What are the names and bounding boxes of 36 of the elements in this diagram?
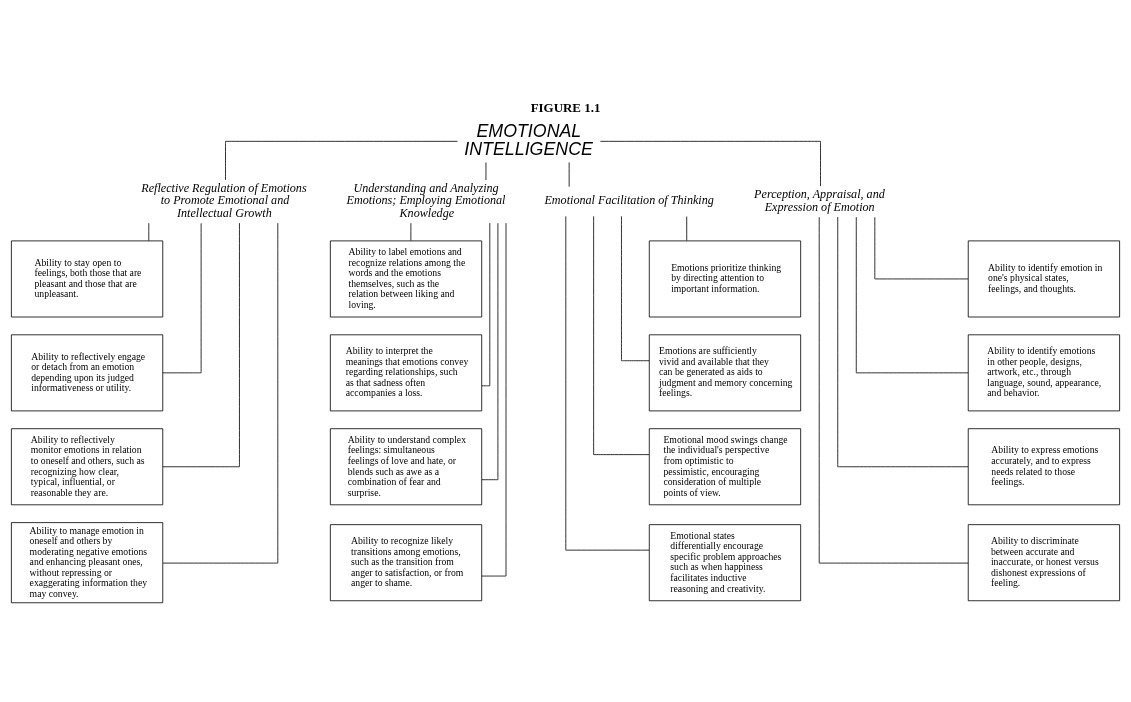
node-box: Ability to label emotions and recognize relations among the words and the emotions themselves, such as the relation between liking and loving. <box>329 240 483 318</box>
node-box: Emotional states differentially encourage specific problem approaches such as when happiness facilitates inductive reasoning and creativity. <box>648 524 802 602</box>
node-text: Understanding and Analyzing Emotions; Employing Emotional Knowledge <box>346 181 506 220</box>
node-text: Perception, Appraisal, and Expression of Emotion <box>754 187 885 214</box>
connector <box>481 222 507 577</box>
node-text: Emotional Facilitation of Thinking <box>544 192 714 207</box>
node-box: Emotions prioritize thinking by directing attention to important information. <box>648 240 802 318</box>
node-box: Ability to identify emotion in one's physical states, feelings, and thoughts. <box>967 240 1121 318</box>
connector <box>621 215 650 362</box>
connector <box>855 216 969 374</box>
node-box: Ability to recognize likely transitions among emotions, such as the transition from anger to satisfaction, or from anger to shame. <box>329 524 483 602</box>
connector <box>593 215 650 456</box>
connector <box>162 222 240 468</box>
connector <box>148 222 150 242</box>
node-box: Ability to reflectively monitor emotions in relation to oneself and others, such as recognizing how clear, typical, influential, or reasonable they are. <box>10 428 164 506</box>
connector <box>599 140 821 187</box>
node-box: Ability to manage emotion in oneself and others by moderating negative emotions and enhancing pleasant ones, without repressing or exaggerating information they may convey. <box>10 522 164 604</box>
node-box: Ability to discriminate between accurate and inaccurate, or honest versus dishonest expressions of feeling. <box>967 524 1121 602</box>
node-box: Ability to stay open to feelings, both those that are pleasant and those that are unpleasant. <box>10 240 164 318</box>
node-box: Ability to express emotions accurately, and to express needs related to those feelings. <box>967 428 1121 506</box>
node-text: EMOTIONAL INTELLIGENCE <box>464 120 593 159</box>
node-box: Ability to understand complex feelings: simultaneous feelings of love and hate, or blends such as awe as a combination of fear and surprise. <box>329 428 483 506</box>
node-box: Ability to identify emotions in other people, designs, artwork, etc., through language, sound, appearance, and behavior. <box>967 334 1121 412</box>
node-box: Emotions are sufficiently vivid and available that they can be generated as aids to judgment and memory concerning feelings. <box>648 334 802 412</box>
connector <box>481 222 491 387</box>
connector <box>565 216 650 551</box>
diagram-title: FIGURE 1.1 <box>530 100 601 116</box>
node-box: Ability to reflectively engage or detach from an emotion depending upon its judged informativeness or utility. <box>10 334 164 412</box>
connector <box>225 140 458 181</box>
node-box: Ability to interpret the meanings that emotions convey regarding relationships, such as that sadness often accompanies a loss. <box>329 334 483 412</box>
node-text: Reflective Regulation of Emotions to Promote Emotional and Intellectual Growth <box>141 181 307 220</box>
connector <box>686 216 688 242</box>
connector <box>481 222 499 481</box>
connector <box>410 222 412 242</box>
connector <box>837 216 969 468</box>
node-box: Emotional mood swings change the individual's perspective from optimistic to pessimistic, encouraging consideration of multiple points of view. <box>648 428 802 506</box>
